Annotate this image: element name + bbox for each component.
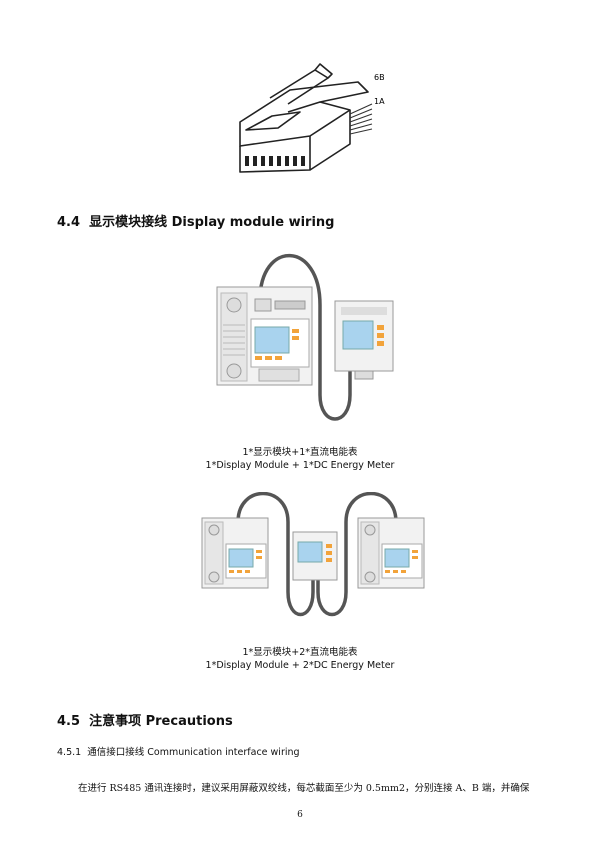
figure-display-module-2-meters	[201, 492, 425, 617]
display-module	[334, 300, 394, 380]
subsection-title: 通信接口接线 Communication interface wiring	[87, 747, 300, 758]
section-number: 4.4	[57, 215, 81, 230]
subsection-number: 4.5.1	[57, 747, 82, 758]
subsection-heading-4-5-1: 4.5.1 通信接口接线 Communication interface wir…	[57, 744, 300, 758]
rs485-cable-right	[316, 492, 398, 617]
pin-label-1a: 1A	[374, 97, 385, 106]
page-number: 6	[297, 810, 303, 820]
dc-energy-meter	[216, 286, 313, 386]
figure2-caption-cn: 1*显示模块+2*直流电能表	[242, 647, 358, 658]
figure1-caption-cn: 1*显示模块+1*直流电能表	[242, 447, 358, 458]
section-heading-4-4: 4.4 显示模块接线 Display module wiring	[57, 211, 334, 230]
body-paragraph: 在进行 RS485 通讯连接时，建议采用屏蔽双绞线，每芯截面至少为 0.5mm2…	[78, 783, 530, 794]
section-title: 注意事项 Precautions	[89, 714, 233, 729]
dc-energy-meter-right	[357, 517, 425, 589]
section-heading-4-5: 4.5 注意事项 Precautions	[57, 710, 233, 729]
section-title: 显示模块接线 Display module wiring	[89, 215, 335, 230]
pin-label-6b: 6B	[374, 73, 385, 82]
dc-energy-meter-left	[201, 517, 269, 589]
figure1-caption-en: 1*Display Module + 1*DC Energy Meter	[205, 460, 395, 471]
rj45-connector-drawing: 6B 1A	[239, 63, 385, 173]
section-number: 4.5	[57, 714, 81, 729]
figure2-caption-en: 1*Display Module + 2*DC Energy Meter	[205, 660, 395, 671]
figure-display-module-1-meter	[216, 253, 394, 421]
rs485-cable-left	[236, 492, 315, 617]
display-module-center	[292, 531, 338, 581]
rs485-cable	[258, 253, 352, 421]
